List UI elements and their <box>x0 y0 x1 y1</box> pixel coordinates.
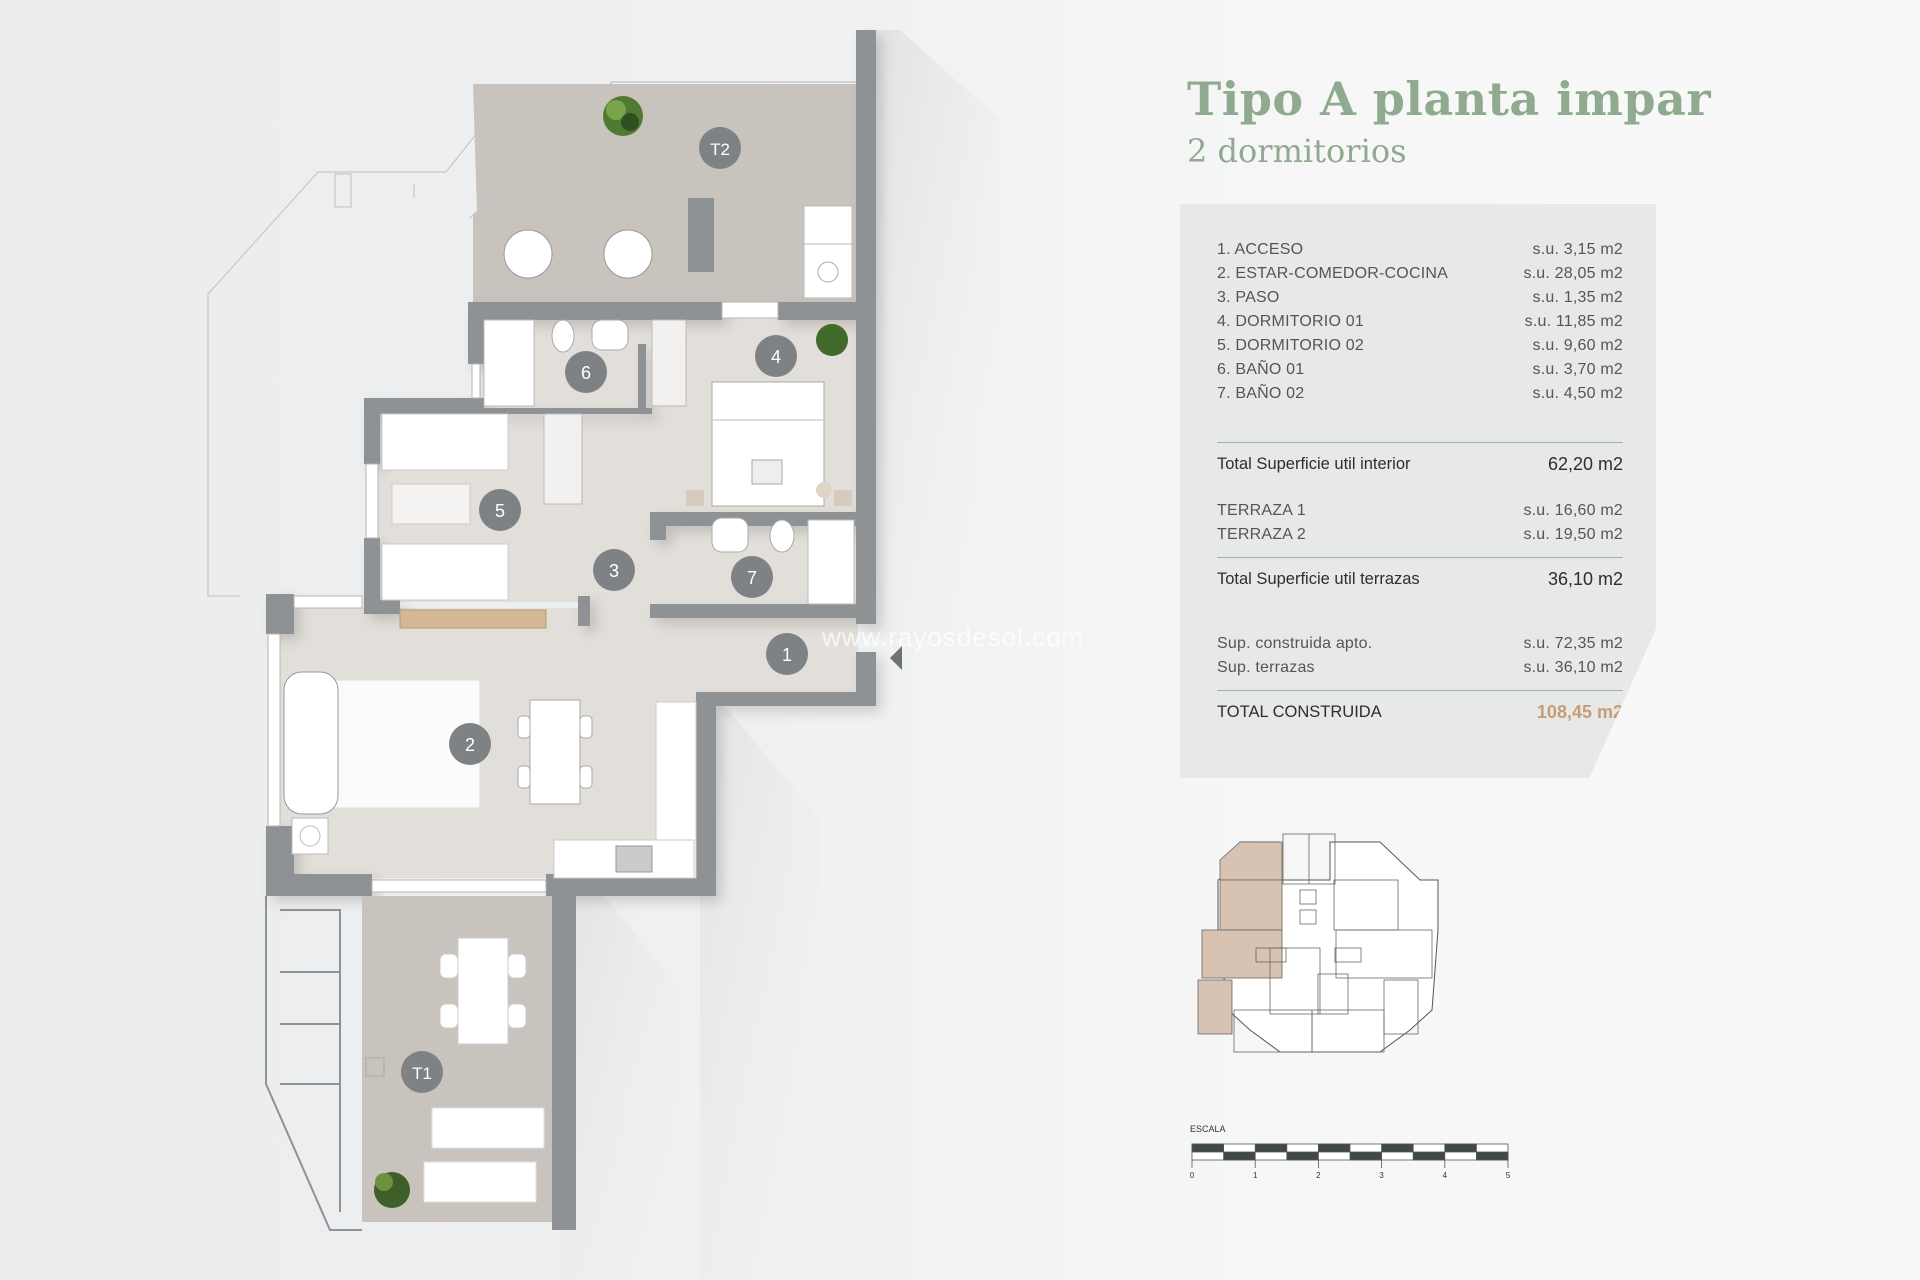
sofa <box>283 671 339 815</box>
svg-text:T1: T1 <box>412 1064 432 1083</box>
room-badge-7: 7 <box>731 556 773 598</box>
scale-tick: 2 <box>1316 1171 1321 1180</box>
key-plan <box>1197 833 1439 1053</box>
room-badges: 1 2 3 4 5 6 7 T1 T2 <box>401 127 808 1093</box>
side-table <box>291 817 329 855</box>
divider <box>1217 690 1623 691</box>
cast-shadow <box>700 700 820 1280</box>
floor-plan: 1 2 3 4 5 6 7 T1 T2 <box>207 30 1000 1280</box>
watermark: www.rayosdesol.com <box>822 622 1085 652</box>
room-badge-4: 4 <box>755 335 797 377</box>
room-badge-1: 1 <box>766 633 808 675</box>
svg-text:4: 4 <box>771 347 781 367</box>
single-beds <box>381 413 583 601</box>
sun-lounger <box>431 1107 545 1149</box>
scale-tick: 0 <box>1190 1171 1195 1180</box>
bathroom-6-fixtures <box>483 319 629 407</box>
bathroom-7-fixtures <box>711 517 855 605</box>
dining-table <box>529 699 581 805</box>
plant-icon <box>816 324 848 356</box>
svg-text:6: 6 <box>581 363 591 383</box>
planter <box>688 198 714 272</box>
terrace-t1 <box>265 896 576 1231</box>
highlighted-unit <box>1197 841 1283 1035</box>
windows <box>267 301 779 893</box>
scale-tick: 5 <box>1506 1171 1511 1180</box>
tv-cabinet <box>399 609 547 629</box>
lounge-chair <box>503 229 553 279</box>
svg-text:7: 7 <box>747 568 757 588</box>
scale-label: ESCALA <box>1190 1124 1226 1134</box>
terrace-badge-t2: T2 <box>699 127 741 169</box>
page-subtitle: 2 dormitorios <box>1187 132 1407 170</box>
svg-text:5: 5 <box>495 501 505 521</box>
room-badge-5: 5 <box>479 489 521 531</box>
double-bed <box>686 324 852 507</box>
table-row: Sup. construida apto.s.u. 72,35 m2 <box>1217 635 1623 652</box>
divider <box>1217 442 1623 443</box>
sun-lounger <box>423 1161 537 1203</box>
wardrobe <box>651 319 687 407</box>
room-badge-3: 3 <box>593 549 635 591</box>
toilet-icon <box>551 319 575 353</box>
svg-text:3: 3 <box>609 561 619 581</box>
sink-icon <box>591 319 629 351</box>
svg-text:1: 1 <box>782 645 792 665</box>
terrace-t2 <box>469 81 858 304</box>
terrace-badge-t1: T1 <box>401 1051 443 1093</box>
svg-text:T2: T2 <box>710 140 730 159</box>
scale-tick: 1 <box>1253 1171 1258 1180</box>
svg-text:2: 2 <box>465 735 475 755</box>
lounge-chair <box>603 229 653 279</box>
cast-shadow <box>560 890 680 1280</box>
room-badge-2: 2 <box>449 723 491 765</box>
scale-tick: 4 <box>1443 1171 1448 1180</box>
cooktop-icon <box>615 845 653 873</box>
cast-shadow <box>870 30 1000 640</box>
scale-bar: ESCALA 0 1 2 3 4 5 <box>1190 1124 1530 1184</box>
walls <box>266 30 876 896</box>
scale-graphic: 0 1 2 3 4 5 <box>1190 1143 1511 1180</box>
page-title: Tipo A planta impar <box>1187 72 1712 126</box>
entrance-arrow-icon <box>890 646 902 670</box>
sink-icon <box>711 517 749 553</box>
divider <box>1217 557 1623 558</box>
room-badge-6: 6 <box>565 351 607 393</box>
terrace-table <box>457 937 509 1045</box>
toilet-icon <box>769 519 795 553</box>
scale-tick: 3 <box>1379 1171 1384 1180</box>
title-block: Tipo A planta impar 2 dormitorios <box>1187 72 1711 170</box>
